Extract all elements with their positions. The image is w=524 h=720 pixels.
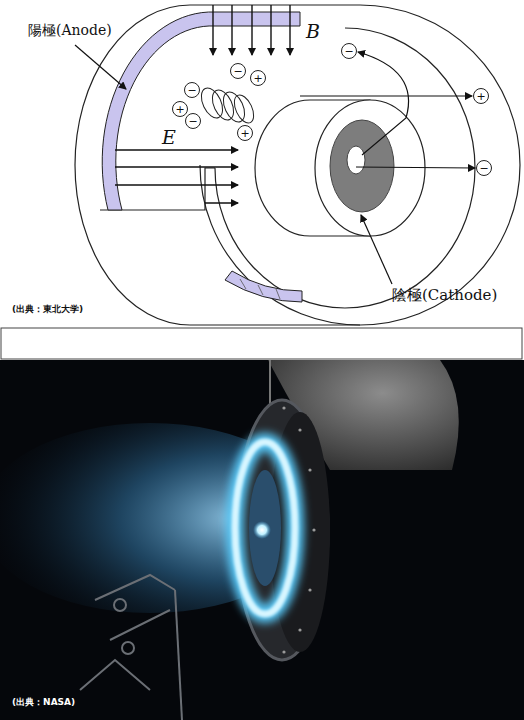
equipment-cable bbox=[175, 590, 182, 720]
electron-path bbox=[356, 167, 475, 168]
equipment-part bbox=[114, 599, 126, 611]
hatch-line bbox=[240, 279, 246, 289]
channel-outer-wall bbox=[215, 28, 475, 308]
field-arrow bbox=[115, 149, 238, 150]
spiral-loop bbox=[219, 89, 249, 126]
charge-sign: − bbox=[479, 163, 488, 174]
charge-sign: − bbox=[233, 66, 242, 77]
bolt bbox=[298, 428, 301, 431]
bolt bbox=[308, 468, 311, 471]
charge-sign: − bbox=[344, 46, 353, 57]
ion-path bbox=[300, 95, 472, 96]
spiral-loop bbox=[208, 87, 238, 124]
test-equipment bbox=[80, 575, 182, 720]
field-symbol: E bbox=[162, 126, 176, 148]
discharge-ring bbox=[235, 442, 295, 614]
ion-symbol: + bbox=[237, 125, 253, 141]
particle-paths bbox=[75, 45, 475, 284]
charge-sign: + bbox=[476, 91, 485, 102]
electric-field-arrows bbox=[115, 150, 238, 203]
charge-sign: + bbox=[240, 128, 249, 139]
electron-symbol: − bbox=[185, 113, 201, 129]
field-arrow bbox=[231, 5, 232, 55]
field-symbol: B bbox=[306, 20, 320, 42]
field-arrow bbox=[270, 5, 271, 55]
electron-symbol: − bbox=[230, 63, 246, 79]
field-arrow bbox=[205, 202, 238, 203]
field-arrow bbox=[115, 166, 238, 167]
anode-hatch bbox=[240, 279, 280, 299]
inner-cylinder bbox=[255, 100, 425, 236]
charge-sign: + bbox=[253, 73, 262, 84]
back-outline bbox=[75, 5, 190, 325]
center-pole bbox=[249, 470, 281, 586]
spiral-loop bbox=[230, 92, 257, 126]
bolt bbox=[282, 650, 285, 653]
electron-symbol: − bbox=[341, 43, 357, 59]
hatch-line bbox=[276, 289, 280, 299]
bolt bbox=[282, 406, 285, 409]
electron-symbol: − bbox=[476, 160, 492, 176]
charge-sign: + bbox=[175, 104, 184, 115]
panel-frame bbox=[1, 328, 522, 359]
source-note: (出典：東北大学) bbox=[12, 303, 83, 316]
cathode-ring bbox=[330, 120, 394, 212]
ion-symbol: + bbox=[172, 101, 188, 117]
field-arrow bbox=[115, 184, 238, 185]
cathode-glow bbox=[253, 521, 271, 539]
field-arrow bbox=[251, 5, 252, 55]
field-arrow bbox=[212, 5, 213, 55]
top-edge bbox=[190, 4, 360, 5]
cathode-leader bbox=[361, 215, 392, 284]
front-outline bbox=[200, 5, 520, 325]
ion-symbol: + bbox=[250, 70, 266, 86]
source-note: (出典：NASA) bbox=[12, 696, 75, 709]
hatch-line bbox=[258, 285, 263, 295]
anode-leader bbox=[75, 45, 126, 89]
spiral-loop bbox=[197, 85, 227, 122]
equipment-stand bbox=[80, 660, 150, 690]
part-label: 陰極(Cathode) bbox=[392, 286, 497, 305]
bottom-edge bbox=[190, 324, 360, 325]
field-arrow bbox=[289, 5, 290, 55]
electron-path bbox=[358, 52, 409, 155]
magnetic-field-arrows bbox=[213, 5, 290, 55]
equipment-arm bbox=[110, 610, 170, 640]
thruster-body bbox=[75, 5, 520, 325]
charge-sign: − bbox=[188, 116, 197, 127]
bolt bbox=[298, 628, 301, 631]
cathode-hole bbox=[347, 146, 365, 174]
equipment-part bbox=[122, 642, 134, 654]
charge-sign: − bbox=[187, 85, 196, 96]
bolt bbox=[308, 588, 311, 591]
equipment-arm bbox=[95, 575, 175, 600]
anode-band-lower bbox=[225, 271, 302, 302]
ion-symbol: + bbox=[473, 88, 489, 104]
electron-symbol: − bbox=[184, 82, 200, 98]
part-label: 陽極(Anode) bbox=[28, 22, 112, 40]
bolt bbox=[312, 528, 315, 531]
electron-spiral bbox=[197, 85, 258, 126]
discharge-glow bbox=[235, 442, 295, 614]
